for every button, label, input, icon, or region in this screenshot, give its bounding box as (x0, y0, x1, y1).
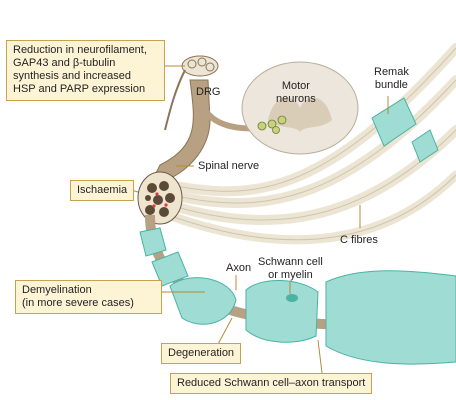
motor-label-line-2: neurons (276, 93, 316, 105)
spinal-nerve-label: Spinal nerve (198, 160, 260, 172)
spinal-cord-section (241, 61, 359, 155)
c-fibres-label: C fibres (340, 234, 378, 246)
biochem-line-2: GAP43 and β-tubulin (13, 57, 116, 69)
biochem-line-1: Reduction in neurofilament, (13, 44, 147, 56)
ischaemic-nerve-section (137, 171, 183, 225)
myelin-segments (139, 227, 456, 365)
axon-label: Axon (226, 262, 252, 274)
ischaemia-callout: Ischaemia (70, 180, 135, 201)
biochem-callout: Reduction in neurofilament, GAP43 and β-… (6, 40, 165, 101)
schwann-label-line-2: or myelin (268, 269, 313, 281)
c-fibre-bundle (163, 43, 456, 245)
remak-label-line-1: Remak (374, 66, 409, 78)
motor-neurons-label: Motor neurons (276, 80, 316, 106)
degeneration-callout: Degeneration (161, 343, 242, 364)
drg-label: DRG (196, 86, 221, 98)
remak-bundle-label: Remak bundle (374, 66, 409, 92)
demyelination-line-2: (in more severe cases) (22, 297, 134, 309)
remak-bundle-segment-2 (411, 129, 439, 163)
demyelination-line-1: Demyelination (22, 284, 92, 296)
biochem-line-4: HSP and PARP expression (13, 83, 146, 95)
schwann-label-line-1: Schwann cell (258, 256, 323, 268)
biochem-line-3: synthesis and increased (13, 70, 132, 82)
transport-callout: Reduced Schwann cell–axon transport (170, 373, 373, 394)
schwann-label: Schwann cell or myelin (258, 256, 323, 282)
drg-ganglion (164, 55, 219, 131)
motor-label-line-1: Motor (281, 80, 310, 92)
remak-bundle-segment (371, 97, 417, 147)
demyelination-callout: Demyelination (in more severe cases) (15, 280, 162, 314)
schwann-nucleus (286, 294, 298, 302)
remak-label-line-2: bundle (374, 79, 408, 91)
